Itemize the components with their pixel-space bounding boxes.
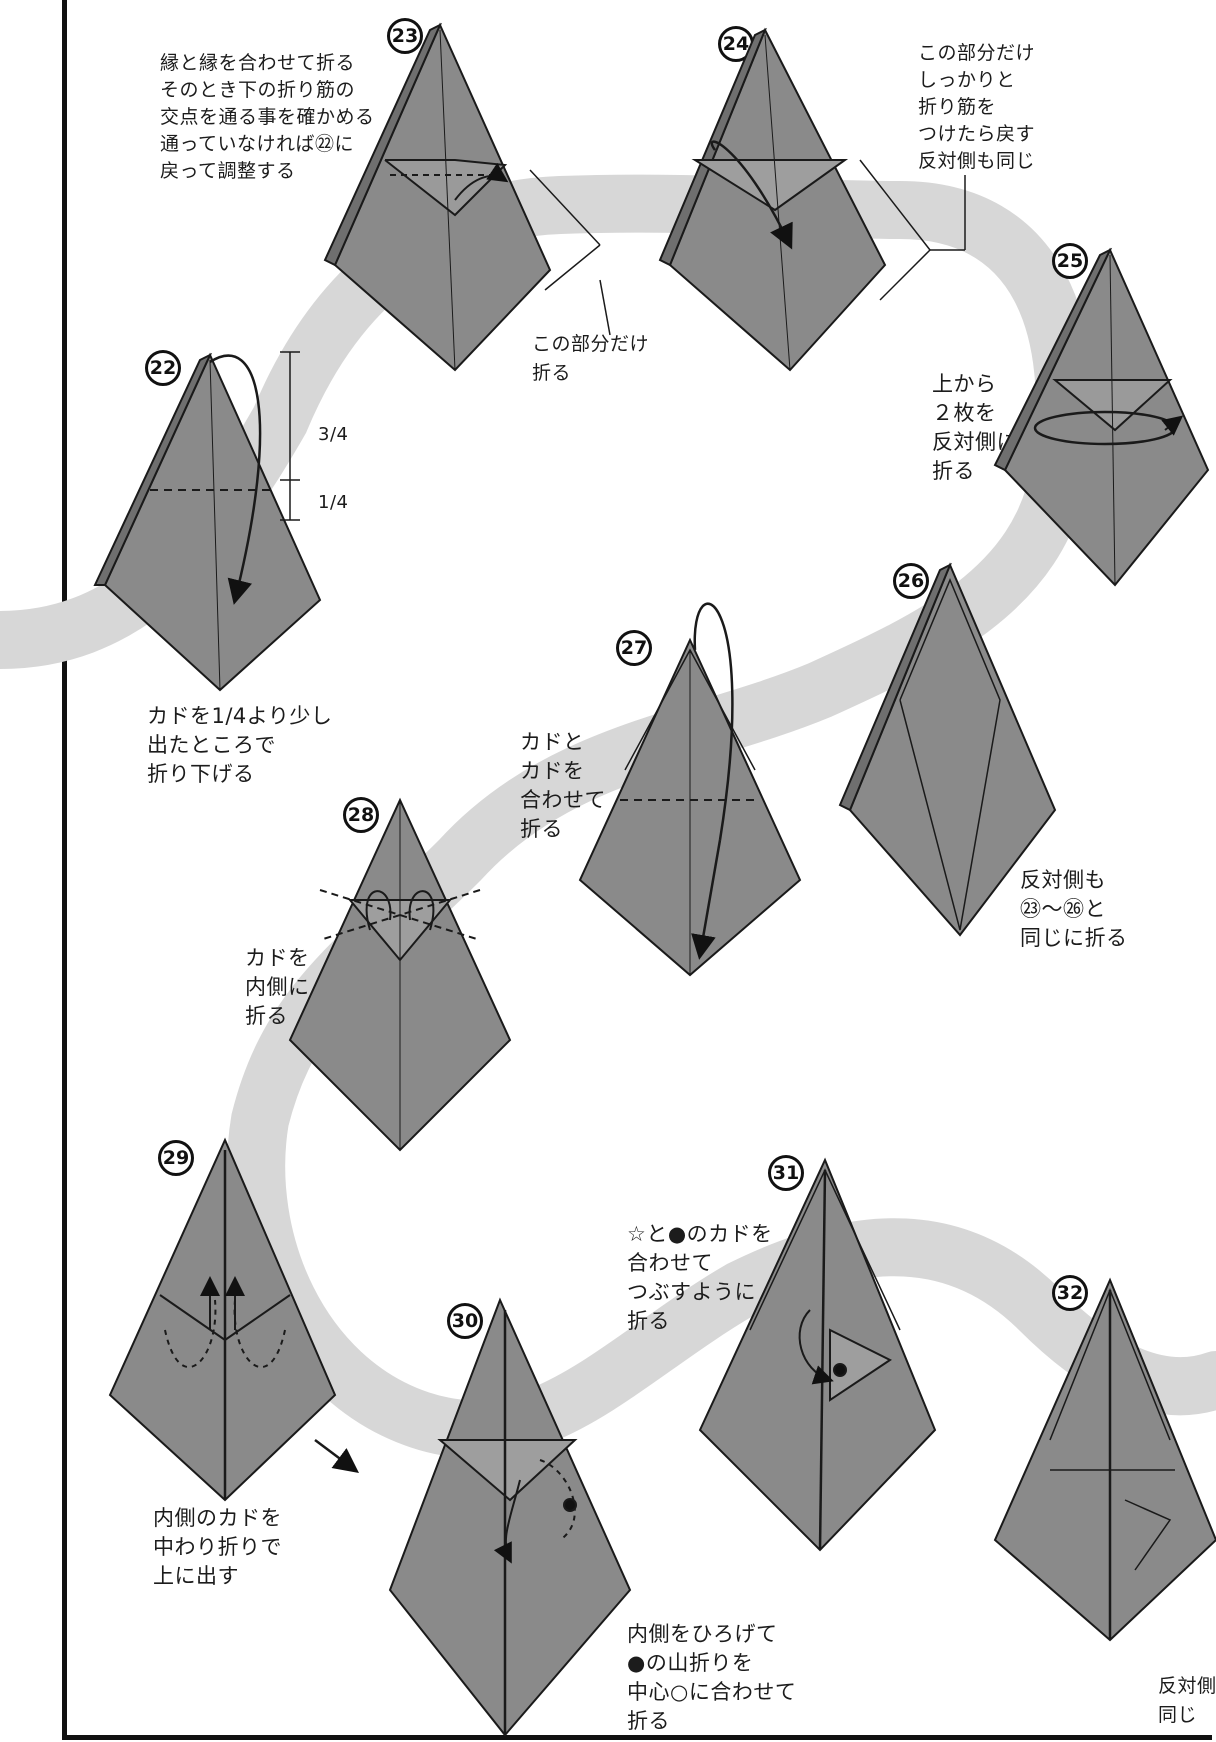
figure-step-26 <box>840 565 1055 935</box>
figure-step-24 <box>660 30 965 370</box>
figure-step-25 <box>995 250 1208 585</box>
figure-step-29 <box>110 1140 335 1500</box>
figure-step-32 <box>995 1280 1216 1640</box>
figure-step-28 <box>290 800 510 1150</box>
figure-step-23 <box>325 25 610 370</box>
figure-step-31 <box>700 1160 935 1550</box>
figure-step-27 <box>580 604 800 975</box>
figure-step-30 <box>315 1300 630 1735</box>
figure-step-22 <box>95 352 320 690</box>
